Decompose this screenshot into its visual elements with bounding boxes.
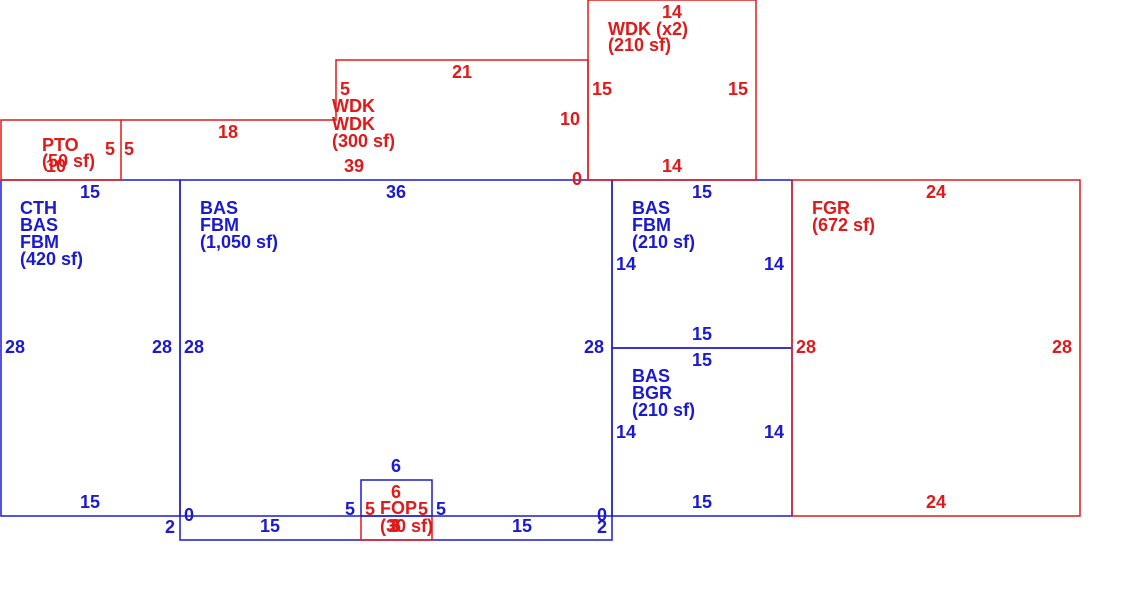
dim-fgr-left: 28 bbox=[796, 337, 816, 357]
dim-deck-top: 18 bbox=[218, 122, 238, 142]
cth-label: CTH BAS FBM (420 sf) bbox=[20, 198, 83, 269]
dim-wdk-corner: 0 bbox=[572, 169, 582, 189]
dim-fop-bottom-2: 3 bbox=[389, 516, 399, 536]
dim-wdk-top: 21 bbox=[452, 62, 472, 82]
bas-main-label: BAS FBM (1,050 sf) bbox=[200, 198, 278, 252]
dim-pto-bottom: 10 bbox=[46, 156, 66, 176]
dim-fop-outer-right: 5 bbox=[436, 499, 446, 519]
dim-bgr-bottom: 15 bbox=[692, 492, 712, 512]
fgr-outline bbox=[791, 179, 1081, 517]
dim-cth-right: 28 bbox=[152, 337, 172, 357]
fop-outline-red bbox=[360, 516, 433, 541]
fop-outline-blue bbox=[360, 479, 433, 517]
fop-label: FOP (30 sf) bbox=[380, 498, 433, 536]
dim-fgr-bottom: 24 bbox=[926, 492, 946, 512]
dim-cth-top: 15 bbox=[80, 182, 100, 202]
dim-fop-inner-right: 5 bbox=[418, 499, 428, 519]
dim-fgr-right: 28 bbox=[1052, 337, 1072, 357]
pto-label: PTO (50 sf) bbox=[42, 135, 95, 171]
dim-fgr-top: 24 bbox=[926, 182, 946, 202]
dim-fop-inner-left: 5 bbox=[365, 499, 375, 519]
dim-main-bottom-right: 15 bbox=[512, 516, 532, 536]
dim-wdk2-left: 15 bbox=[592, 79, 612, 99]
dim-fop-top: 6 bbox=[391, 456, 401, 476]
wdk-x2-label: WDK (x2) (210 sf) bbox=[608, 19, 693, 55]
dim-fbm-right: 14 bbox=[764, 254, 784, 274]
dim-step-left: 2 bbox=[165, 517, 175, 537]
dim-wdk-right: 10 bbox=[560, 109, 580, 129]
wdk-300-label: WDK WDK (300 sf) bbox=[332, 96, 395, 151]
dim-fbm-mid: 15 bbox=[692, 324, 712, 344]
fgr-label: FGR (672 sf) bbox=[812, 198, 875, 235]
dim-pto-left: 5 bbox=[105, 139, 115, 159]
dim-fbm-left: 14 bbox=[616, 254, 636, 274]
wdk-x2-outline bbox=[587, 0, 757, 181]
dim-wdk2-right: 15 bbox=[728, 79, 748, 99]
dim-wdk2-bottom: 14 bbox=[662, 156, 682, 176]
dim-cth-bottom: 15 bbox=[80, 492, 100, 512]
bas-fbm-label: BAS FBM (210 sf) bbox=[632, 198, 695, 252]
dim-fbm-top: 15 bbox=[692, 182, 712, 202]
dim-main-corner-left: 0 bbox=[184, 505, 194, 525]
dim-bgr-right: 14 bbox=[764, 422, 784, 442]
dim-wdk2-top: 14 bbox=[662, 2, 682, 22]
dim-fop-outer-left: 5 bbox=[345, 499, 355, 519]
dim-step-right: 2 bbox=[597, 517, 607, 537]
dim-deck-bottom: 39 bbox=[344, 156, 364, 176]
dim-main-left: 28 bbox=[184, 337, 204, 357]
dim-main-right: 28 bbox=[584, 337, 604, 357]
dim-pto-right: 5 bbox=[124, 139, 134, 159]
dim-bgr-top: 15 bbox=[692, 350, 712, 370]
bas-bgr-label: BAS BGR (210 sf) bbox=[632, 366, 695, 420]
dim-wdk-left: 5 bbox=[340, 79, 350, 99]
dim-fop-bottom: 6 bbox=[391, 516, 401, 536]
dim-main-top: 36 bbox=[386, 182, 406, 202]
dim-fop-inner-top: 6 bbox=[391, 482, 401, 502]
dim-main-bottom-left: 15 bbox=[260, 516, 280, 536]
dim-cth-left: 28 bbox=[5, 337, 25, 357]
dim-bgr-left: 14 bbox=[616, 422, 636, 442]
dim-main-corner-right: 0 bbox=[597, 505, 607, 525]
pto-outline bbox=[0, 119, 122, 181]
